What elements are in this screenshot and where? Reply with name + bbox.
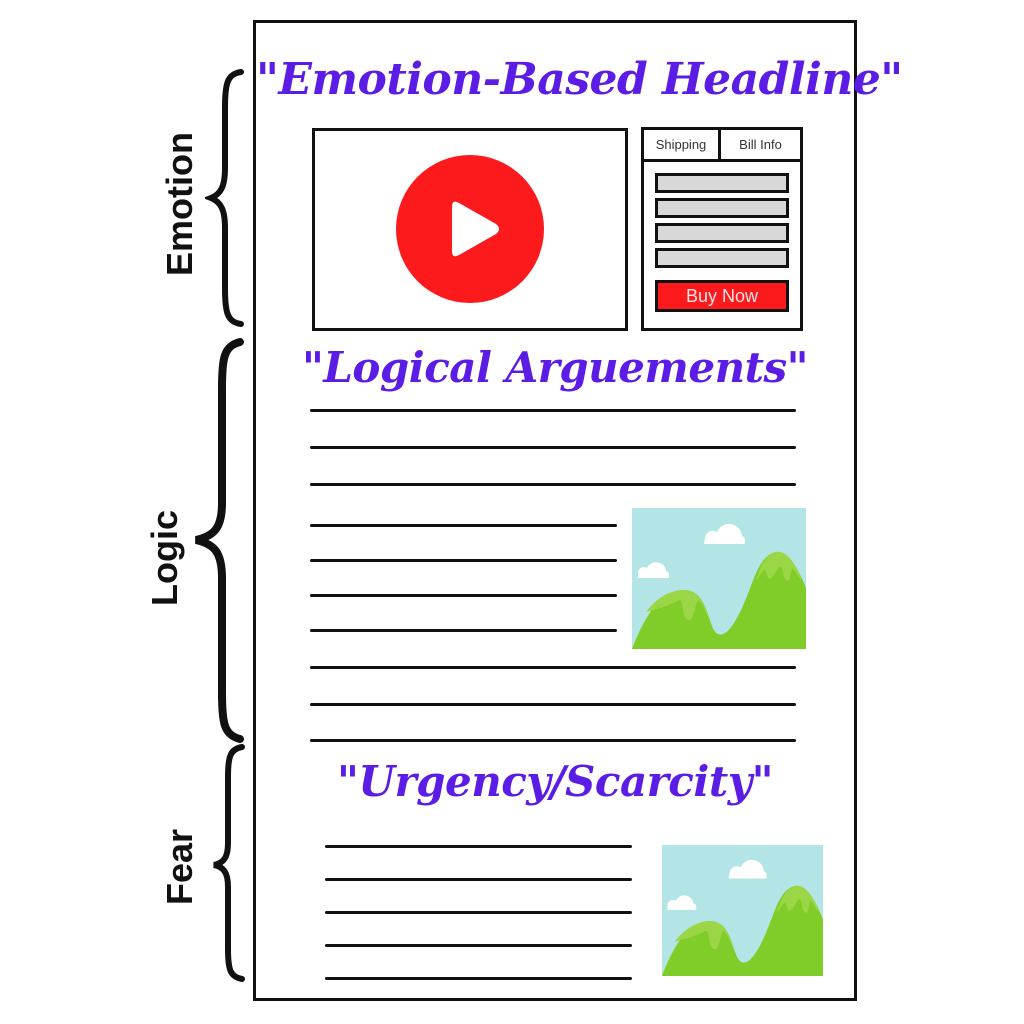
form-field-1[interactable] [655,173,789,193]
image-placeholder-icon [662,845,823,976]
text-line [310,446,796,449]
form-field-2[interactable] [655,198,789,218]
tab-bill-info[interactable]: Bill Info [739,137,782,152]
fear-brace-icon [210,743,246,983]
form-field-4[interactable] [655,248,789,268]
text-line [310,483,796,486]
section-label-logic: Logic [144,510,185,606]
text-line [325,944,632,947]
text-line [310,629,617,632]
text-line [310,409,796,412]
form-field-3[interactable] [655,223,789,243]
text-line [310,739,796,742]
text-line [310,594,617,597]
play-button[interactable] [396,155,544,303]
image-placeholder-icon [632,508,806,649]
text-line [325,878,632,881]
emotion-headline: "Emotion-Based Headline" [256,54,903,105]
fear-headline: "Urgency/Scarcity" [336,757,774,806]
text-line [310,559,617,562]
text-line [325,845,632,848]
form-tabs: Shipping Bill Info [644,130,800,162]
emotion-brace-icon [205,68,245,328]
text-line [325,977,632,980]
text-line [325,911,632,914]
logic-headline: "Logical Arguements" [301,343,809,392]
logic-brace-icon [190,338,245,743]
order-form: Shipping Bill Info Buy Now [641,127,803,331]
text-line [310,524,617,527]
section-label-fear: Fear [159,828,200,906]
tab-shipping[interactable]: Shipping [644,130,721,159]
text-line [310,703,796,706]
play-icon [452,201,499,257]
text-line [310,666,796,669]
buy-now-button[interactable]: Buy Now [655,280,789,312]
section-label-emotion: Emotion [159,132,200,276]
